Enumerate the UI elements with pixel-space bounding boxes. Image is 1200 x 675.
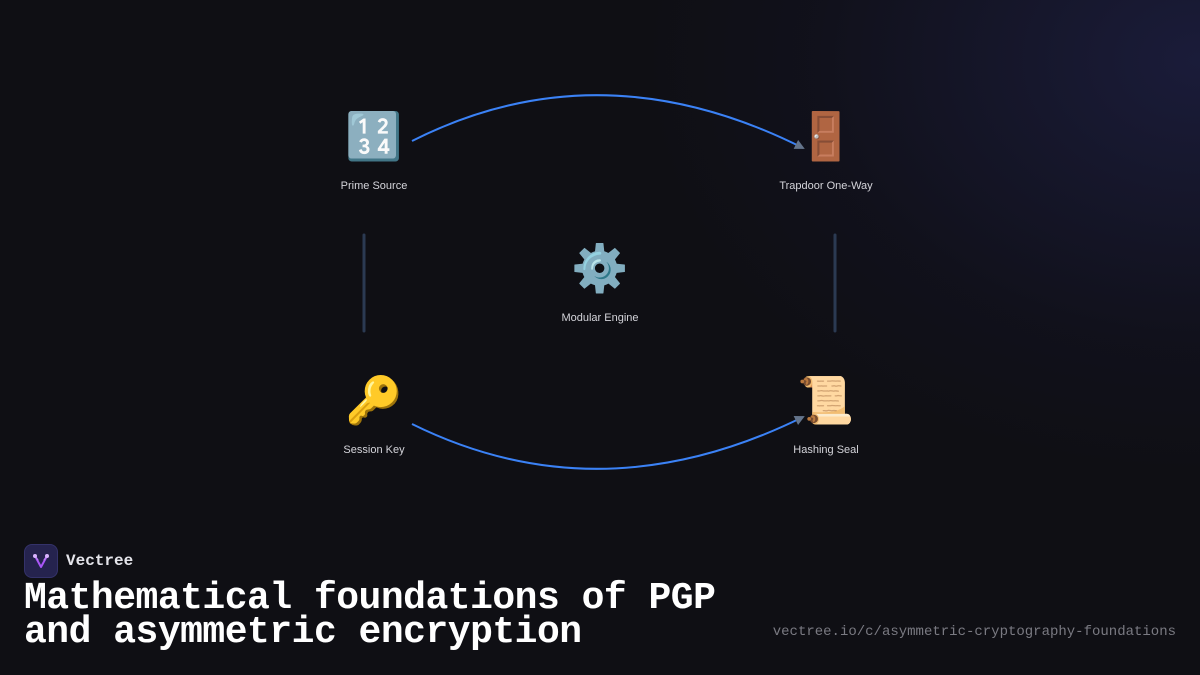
node-label: Hashing Seal — [793, 444, 859, 456]
vectree-logo-icon — [24, 544, 58, 578]
edge-prime-to-trapdoor — [411, 94, 805, 149]
gear-icon: ⚙️ — [571, 241, 629, 295]
node-label: Session Key — [343, 444, 405, 456]
node-hashing-seal[interactable]: 📜 Hashing Seal — [756, 370, 896, 456]
edge-session-to-hashing — [411, 416, 805, 470]
key-icon: 🔑 — [345, 373, 403, 427]
door-icon: 🚪 — [797, 109, 855, 163]
title-line-1: Mathematical foundations of PGP — [24, 577, 716, 620]
page-title: Mathematical foundations of PGP and asym… — [24, 577, 716, 654]
node-label: Prime Source — [340, 180, 408, 192]
title-line-2: and asymmetric encryption — [24, 611, 582, 654]
course-url[interactable]: vectree.io/c/asymmetric-cryptography-fou… — [772, 624, 1176, 640]
node-session-key[interactable]: 🔑 Session Key — [304, 370, 444, 456]
node-modular-engine[interactable]: ⚙️ Modular Engine — [530, 238, 670, 324]
brand: Vectree — [24, 544, 133, 578]
node-label: Modular Engine — [561, 312, 639, 324]
scroll-icon: 📜 — [797, 373, 855, 427]
node-label: Trapdoor One-Way — [779, 180, 873, 192]
node-trapdoor-one-way[interactable]: 🚪 Trapdoor One-Way — [756, 106, 896, 192]
input-numbers-icon: 🔢 — [345, 109, 403, 163]
brand-name: Vectree — [66, 552, 134, 570]
node-prime-source[interactable]: 🔢 Prime Source — [304, 106, 444, 192]
